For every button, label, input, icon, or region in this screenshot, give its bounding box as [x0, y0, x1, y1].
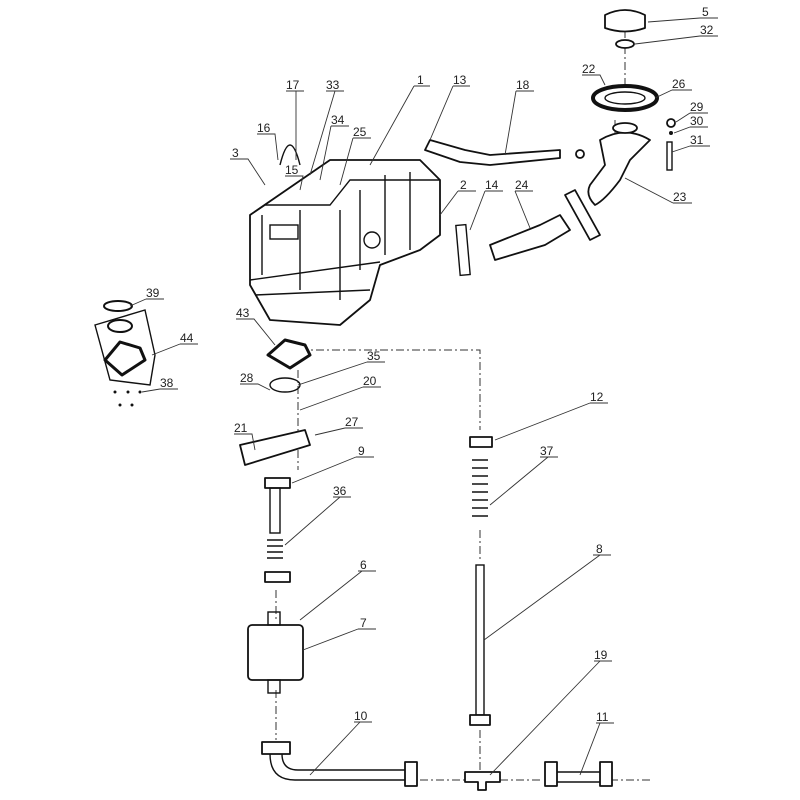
label-2: 2 [460, 178, 467, 192]
label-30: 30 [690, 114, 704, 128]
label-13: 13 [453, 73, 467, 87]
label-21: 21 [234, 421, 248, 435]
label-1: 1 [417, 73, 424, 87]
label-32: 32 [700, 23, 714, 37]
label-27: 27 [345, 415, 359, 429]
label-26: 26 [672, 77, 686, 91]
label-5: 5 [702, 5, 709, 19]
part-labels: 5 32 22 26 29 30 31 23 1 13 18 17 33 34 … [146, 5, 714, 724]
label-43: 43 [236, 306, 250, 320]
label-44: 44 [180, 331, 194, 345]
label-19: 19 [594, 648, 608, 662]
label-11: 11 [596, 710, 609, 724]
label-38: 38 [160, 376, 174, 390]
label-18: 18 [516, 78, 530, 92]
label-12: 12 [590, 390, 604, 404]
label-8: 8 [596, 542, 603, 556]
label-34: 34 [331, 113, 345, 127]
fuel-tank [249, 159, 441, 326]
label-20: 20 [363, 374, 377, 388]
label-7: 7 [360, 616, 367, 630]
label-35: 35 [367, 349, 381, 363]
label-25: 25 [353, 125, 367, 139]
filler-assembly [587, 9, 676, 206]
label-23: 23 [673, 190, 687, 204]
label-33: 33 [326, 78, 340, 92]
label-10: 10 [354, 709, 368, 723]
label-29: 29 [690, 100, 704, 114]
label-28: 28 [240, 371, 254, 385]
leader-lines [129, 17, 718, 776]
fuel-line-right [464, 436, 613, 791]
label-24: 24 [515, 178, 529, 192]
fuel-valves [94, 300, 312, 407]
label-15: 15 [285, 163, 299, 177]
label-3: 3 [232, 146, 239, 160]
label-17: 17 [286, 78, 300, 92]
fuel-line-left [239, 429, 418, 787]
label-14: 14 [485, 178, 499, 192]
label-36: 36 [333, 484, 347, 498]
label-6: 6 [360, 558, 367, 572]
label-39: 39 [146, 286, 160, 300]
hoses [279, 139, 601, 277]
label-37: 37 [540, 444, 554, 458]
label-16: 16 [257, 121, 271, 135]
label-22: 22 [582, 62, 596, 76]
label-31: 31 [690, 133, 704, 147]
label-9: 9 [358, 444, 365, 458]
